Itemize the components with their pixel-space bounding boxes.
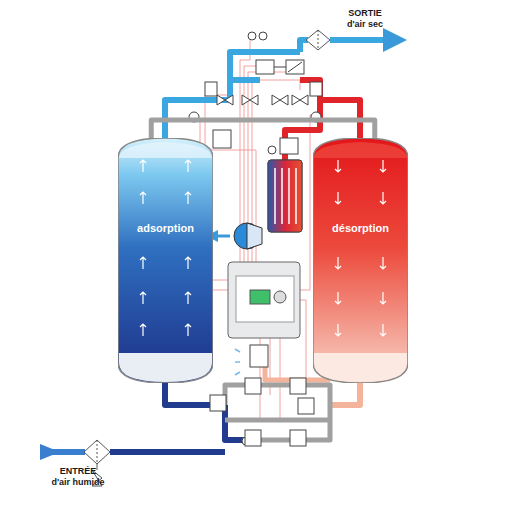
flow-label: SORTIE: [348, 8, 382, 18]
flow-label: d'air humide: [51, 477, 104, 487]
tower-vessel: adsorption: [118, 138, 213, 383]
tower-vessel: désorption: [313, 138, 408, 383]
return-pipe: [151, 120, 375, 140]
flow-label: ENTRÉE: [60, 466, 97, 476]
tower-label: désorption: [313, 222, 408, 234]
tower-label: adsorption: [118, 222, 213, 234]
tower-shape: [118, 138, 213, 383]
flow-label: d'air sec: [347, 19, 383, 29]
tower-shape: [313, 138, 408, 383]
